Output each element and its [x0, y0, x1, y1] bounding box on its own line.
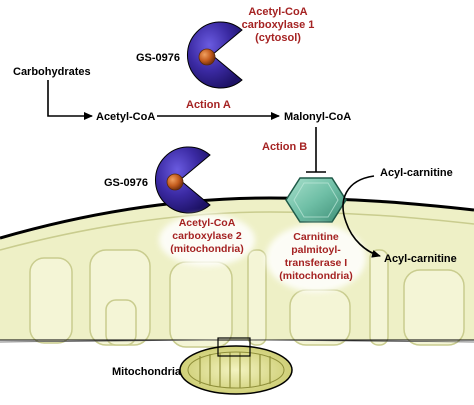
- gs0976-ball-top: [198, 48, 216, 66]
- acc1-label: Acetyl-CoA carboxylase 1 (cytosol): [242, 6, 315, 44]
- svg-text:(cytosol): (cytosol): [255, 32, 301, 44]
- mitochondrion-small: [179, 337, 293, 395]
- action-b-inhibition: [306, 127, 326, 173]
- acyl-carnitine-top-label: Acyl-carnitine: [380, 167, 453, 179]
- gs0976-mid-label: GS-0976: [104, 177, 148, 189]
- cristae: [29, 249, 465, 348]
- svg-text:(mitochondria): (mitochondria): [279, 270, 353, 282]
- acyl-carnitine-arrow: [342, 175, 381, 258]
- svg-text:palmitoyl-: palmitoyl-: [291, 244, 341, 256]
- zoom-lines: [0, 339, 474, 343]
- svg-text:Carnitine: Carnitine: [293, 231, 339, 243]
- acc1-enzyme: [186, 21, 243, 89]
- gs0976-top-label: GS-0976: [136, 52, 180, 64]
- acc2-enzyme: [154, 146, 211, 214]
- action-a-label: Action A: [186, 99, 231, 111]
- acetyl-coa-label: Acetyl-CoA: [96, 111, 155, 123]
- cpt1-transporter: [285, 177, 347, 223]
- carbohydrates-label: Carbohydrates: [13, 66, 91, 78]
- mitochondrion-membrane: [0, 196, 474, 348]
- gs0976-ball-mid: [166, 173, 184, 191]
- carbohydrate-arrow: [47, 80, 93, 120]
- mitochondria-label: Mitochondria: [112, 366, 182, 378]
- action-b-label: Action B: [262, 141, 307, 153]
- svg-text:carboxylase 1: carboxylase 1: [242, 19, 315, 31]
- acc2-label: Acetyl-CoA carboxylase 2 (mitochondria): [159, 214, 255, 266]
- svg-text:transferase I: transferase I: [285, 257, 348, 269]
- acyl-carnitine-bottom-label: Acyl-carnitine: [384, 253, 457, 265]
- svg-text:(mitochondria): (mitochondria): [170, 243, 244, 255]
- cpt1-label: Carnitine palmitoyl- transferase I (mito…: [266, 224, 366, 292]
- zoom-box: [217, 337, 251, 357]
- svg-text:Acetyl-CoA: Acetyl-CoA: [248, 6, 307, 18]
- svg-text:carboxylase 2: carboxylase 2: [172, 230, 242, 242]
- malonyl-coa-label: Malonyl-CoA: [284, 111, 351, 123]
- svg-text:Acetyl-CoA: Acetyl-CoA: [179, 217, 236, 229]
